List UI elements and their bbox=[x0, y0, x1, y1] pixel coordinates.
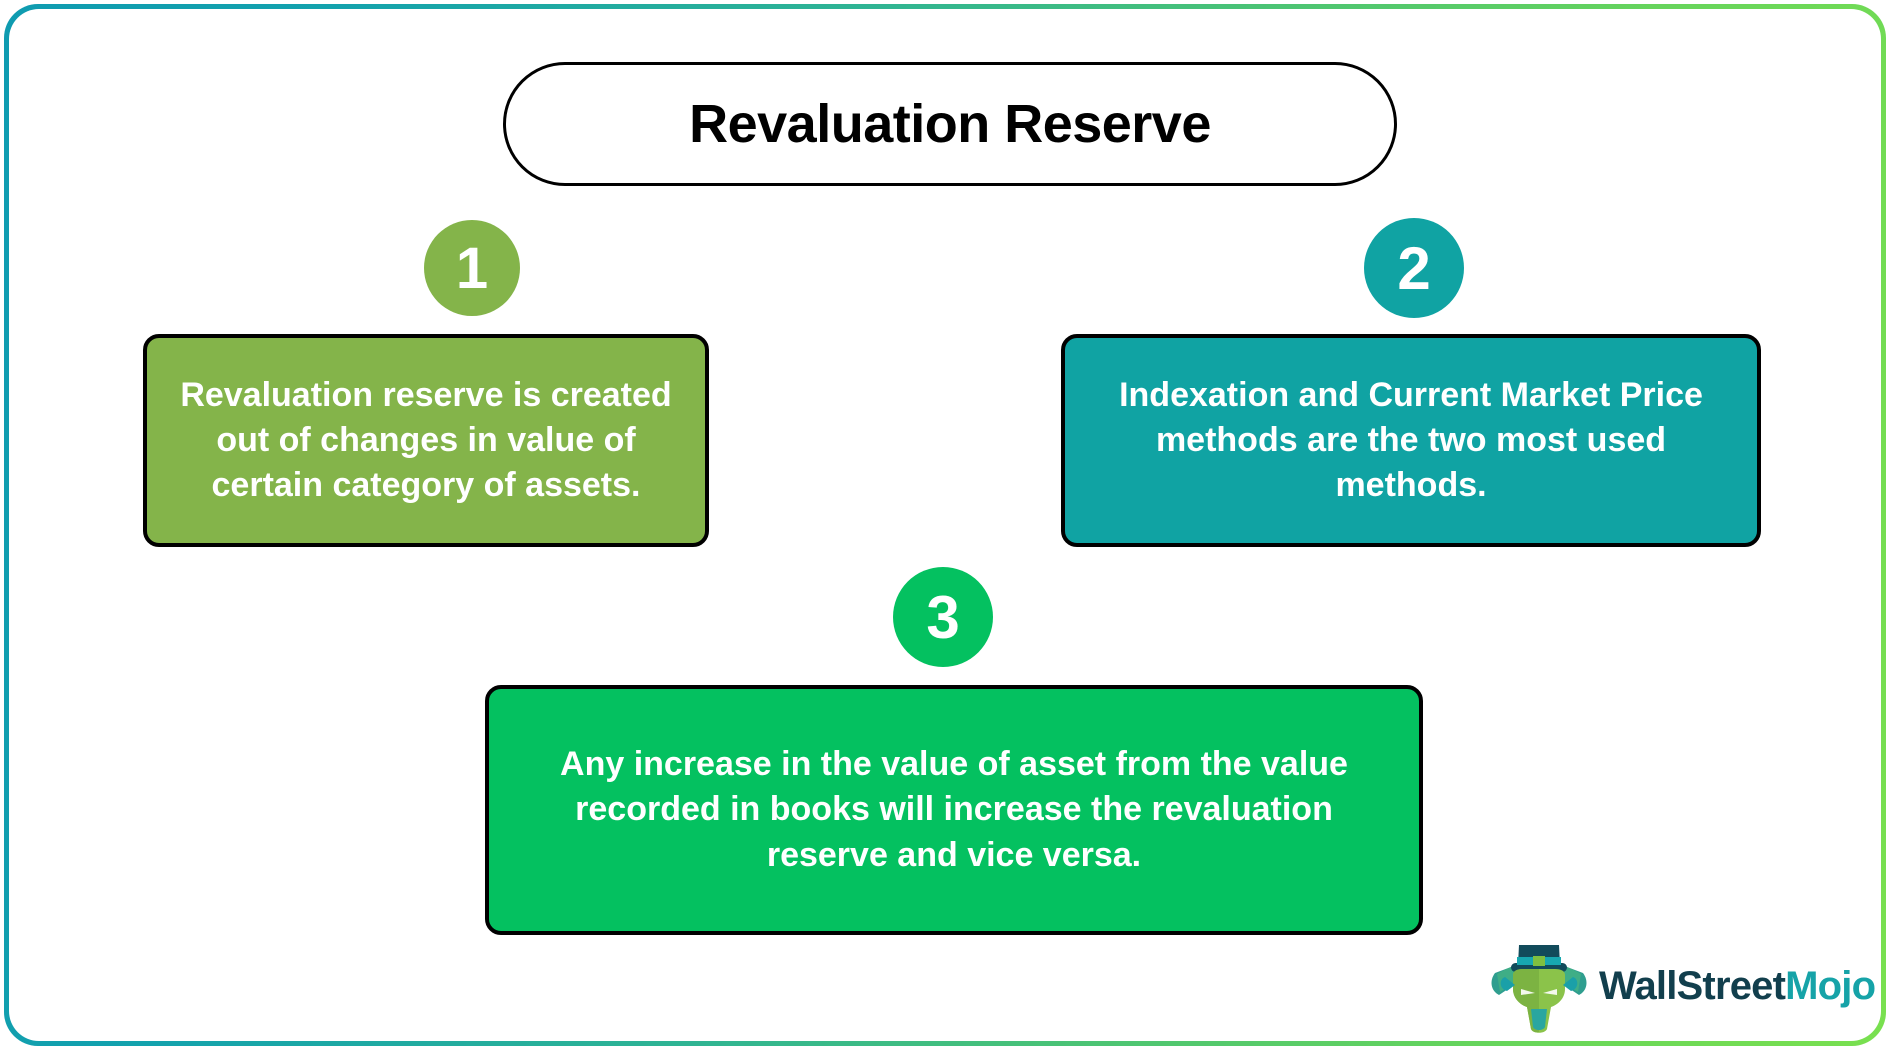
statement-box-2: Indexation and Current Market Price meth… bbox=[1061, 334, 1761, 547]
page-title-pill: Revaluation Reserve bbox=[503, 62, 1397, 186]
infographic-gradient-frame: Revaluation Reserve 1 2 3 Revaluation re… bbox=[4, 4, 1886, 1046]
brand-logo: WallStreetMojo bbox=[1487, 934, 1877, 1039]
brand-wordmark-secondary: Mojo bbox=[1785, 964, 1876, 1008]
step-badge-3-number: 3 bbox=[926, 583, 960, 651]
step-badge-1-number: 1 bbox=[455, 235, 489, 301]
step-badge-2: 2 bbox=[1364, 218, 1464, 318]
step-badge-2-number: 2 bbox=[1397, 234, 1431, 302]
brand-wordmark: WallStreetMojo bbox=[1599, 964, 1876, 1009]
statement-text-2: Indexation and Current Market Price meth… bbox=[1119, 375, 1703, 505]
statement-box-3: Any increase in the value of asset from … bbox=[485, 685, 1423, 935]
infographic-canvas: Revaluation Reserve 1 2 3 Revaluation re… bbox=[9, 9, 1881, 1041]
brand-wordmark-primary: WallStreet bbox=[1599, 964, 1786, 1008]
step-badge-3: 3 bbox=[893, 567, 993, 667]
bull-mascot-icon bbox=[1491, 944, 1587, 1033]
statement-box-1: Revaluation reserve is created out of ch… bbox=[143, 334, 709, 547]
statement-text-3: Any increase in the value of asset from … bbox=[560, 745, 1348, 874]
statement-text-1: Revaluation reserve is created out of ch… bbox=[180, 375, 672, 505]
page-title: Revaluation Reserve bbox=[689, 94, 1211, 154]
step-badge-1: 1 bbox=[424, 220, 520, 316]
